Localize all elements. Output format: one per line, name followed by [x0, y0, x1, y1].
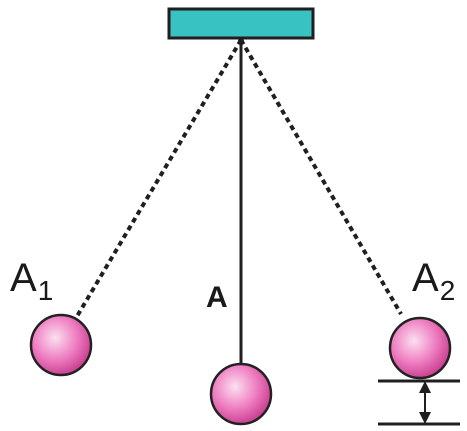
label-a1-subscript: 1 [37, 275, 54, 306]
label-a2-main: A [412, 256, 439, 300]
label-a1-main: A [10, 256, 37, 300]
label-a-center: A [206, 281, 228, 314]
bob-left [29, 313, 93, 377]
left-dashed-string [74, 38, 243, 320]
support-block [167, 7, 315, 40]
label-a1: A1 [10, 256, 53, 305]
pivot-point [238, 38, 244, 44]
bob-center [209, 362, 273, 426]
right-dashed-string [239, 38, 403, 316]
label-a2: A2 [412, 256, 455, 305]
bob-right [388, 316, 452, 380]
label-a2-subscript: 2 [439, 275, 456, 306]
